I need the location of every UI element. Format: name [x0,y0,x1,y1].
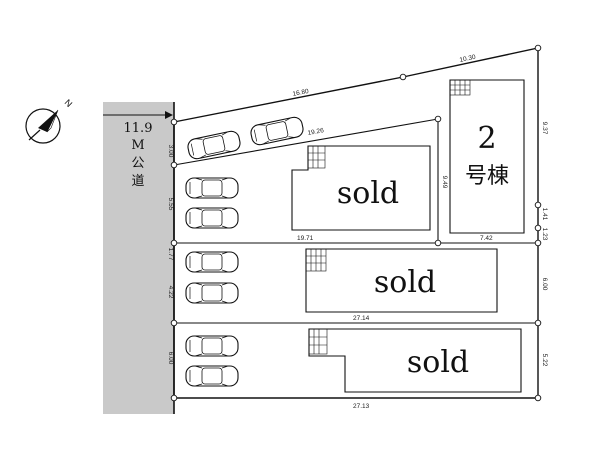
public-road [103,102,174,414]
dim-mid-b: 7.42 [480,235,493,242]
house-number: 2 [477,121,496,156]
dim-mid-a: 19.71 [297,235,314,242]
car-icon [185,207,239,229]
dim-right-4: 6.00 [541,278,548,291]
dim-inner-v: 9.49 [441,176,448,189]
north-compass-icon: N [25,97,75,144]
lot-1-sold-label: sold [337,176,399,211]
road-label-2: 道 [131,174,144,189]
house-label: 号棟 [465,164,509,189]
dim-top-a: 16.80 [292,88,310,98]
dim-top-b: 10.30 [459,54,477,64]
dim-inner-top: 19.26 [307,127,325,137]
house-2-footprint [449,79,525,234]
lot-3-entrance-grid [305,248,327,272]
lot-4-sold-label: sold [407,345,469,380]
car-icon [185,177,239,199]
car-icon [185,335,239,357]
car-icon [248,115,306,147]
north-label: N [63,97,75,109]
dim-left-5: 6.00 [167,352,174,365]
road-label-1: 公 [131,156,144,171]
car-icon [185,251,239,273]
dim-bottom: 27.13 [353,403,370,410]
dim-left-1: 3.00 [167,145,174,158]
car-icon [185,129,243,161]
lot-3-building [305,248,498,313]
lot-4-entrance-grid [308,328,328,355]
dim-left-3: 1.77 [167,248,174,261]
dim-left-4: 4.22 [167,286,174,299]
dim-row3-top: 27.14 [353,315,370,322]
dim-right-1: 9.37 [541,122,548,135]
road-width: 11.9 [124,121,153,136]
car-icon [185,365,239,387]
dim-right-3: 1.23 [541,228,548,241]
dim-right-5: 5.22 [541,354,548,367]
lot-1-building [291,145,431,231]
lot-4-building [308,328,522,393]
dim-right-2: 1.41 [541,208,548,221]
house-2-entrance-grid [449,79,471,96]
road-unit: M [131,138,144,153]
dim-left-2: 5.55 [167,198,174,211]
car-icon [185,282,239,304]
lot-3-sold-label: sold [374,265,436,300]
lot-1-entrance-grid [307,145,326,169]
